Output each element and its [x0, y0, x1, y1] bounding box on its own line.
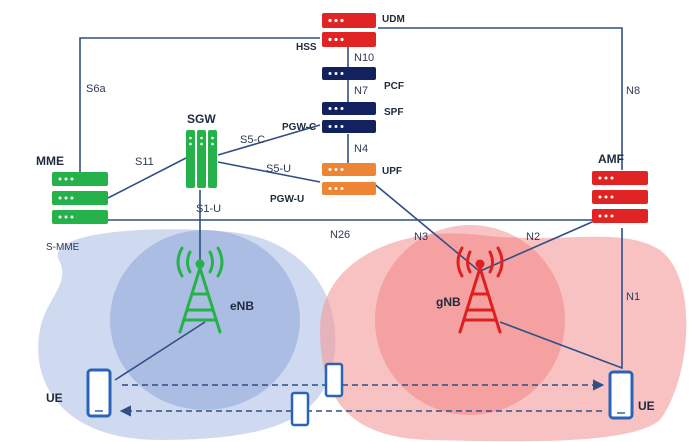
mme-server-icon [52, 172, 108, 224]
n4-label: N4 [354, 143, 368, 155]
n2-label: N2 [526, 231, 540, 243]
pgw-u-label: PGW-U [270, 194, 304, 205]
link-s6a [79, 37, 320, 173]
sgw-label: SGW [187, 112, 216, 126]
spf-pgw-c-server-icon [322, 102, 376, 133]
n8-label: N8 [626, 85, 640, 97]
s1-u-label: S1-U [196, 203, 221, 215]
link-s11 [107, 157, 187, 199]
ue-left-phone-icon [86, 368, 112, 418]
gnb-label: gNB [436, 295, 461, 309]
gnb-tower-icon [456, 246, 504, 334]
s6a-label: S6a [86, 83, 106, 95]
upf-pgw-u-server-icon [322, 163, 376, 195]
enb-tower-icon [176, 246, 224, 334]
udm-label: UDM [382, 14, 405, 25]
upf-label: UPF [382, 166, 402, 177]
link-s5-u [217, 161, 321, 183]
n1-label: N1 [626, 291, 640, 303]
pgw-c-label: PGW-C [282, 122, 316, 133]
n26-label: N26 [330, 229, 350, 241]
sgw-server-icon [186, 130, 217, 188]
n3-label: N3 [414, 231, 428, 243]
enb-label: eNB [230, 299, 254, 313]
spf-label: SPF [384, 107, 403, 118]
n10-label: N10 [354, 52, 374, 64]
ue-moving-lower-phone-icon [290, 391, 310, 427]
s11-label: S11 [135, 156, 154, 168]
pcf-label: PCF [384, 81, 404, 92]
s5-c-label: S5-C [240, 134, 265, 146]
udm-hss-server-icon [322, 13, 376, 47]
link-s5-c [217, 124, 321, 156]
pcf-server-icon [322, 67, 376, 80]
s-mme-label: S-MME [46, 242, 80, 253]
link-n1 [499, 228, 623, 370]
hss-label: HSS [296, 42, 317, 53]
n7-label: N7 [354, 85, 368, 97]
ue-moving-upper-phone-icon [324, 362, 344, 398]
s5-u-label: S5-U [266, 163, 291, 175]
ue-right-phone-icon [608, 370, 634, 420]
link-n2 [477, 221, 593, 273]
ue-right-label: UE [638, 399, 655, 413]
link-n8 [378, 27, 623, 170]
ue-left-label: UE [46, 391, 63, 405]
mme-label: MME [36, 154, 64, 168]
amf-server-icon [592, 171, 648, 223]
link-enb-ue [114, 321, 206, 381]
amf-label: AMF [598, 152, 624, 166]
